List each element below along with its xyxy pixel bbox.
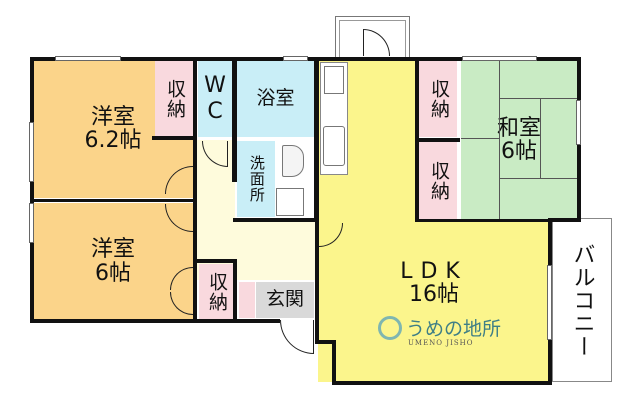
logo-name-en: UMENO JISHO (408, 339, 474, 347)
tatami-line (500, 98, 577, 99)
storage-4: 収納 (199, 264, 233, 319)
storage-4-label: 収納 (205, 271, 228, 312)
wall (332, 381, 552, 385)
washroom: 洗面所 (237, 141, 275, 217)
wall (315, 340, 335, 344)
bathroom: 浴室 (237, 60, 314, 137)
storage-2-label: 収納 (427, 78, 450, 119)
window (462, 56, 537, 61)
wall (548, 218, 581, 222)
western-room-6-2-name: 洋室 (90, 104, 135, 130)
washing-machine-icon (276, 188, 304, 216)
storage-1: 収納 (155, 60, 193, 137)
wall (197, 259, 237, 263)
window (576, 100, 581, 145)
window (29, 203, 34, 243)
wall (30, 57, 318, 61)
entrance: 玄関 (256, 282, 314, 318)
toilet: WC (198, 60, 232, 137)
logo-name-jp: うめの地所 (406, 318, 502, 340)
entrance-door-icon (280, 320, 314, 354)
window (29, 122, 34, 182)
top-balcony-inner (339, 20, 406, 58)
tatami-line (500, 178, 577, 179)
window (55, 56, 121, 61)
wall (315, 220, 319, 342)
washbasin-icon (282, 145, 304, 177)
western-room-6: 洋室 6帖 (33, 203, 193, 320)
ldk-size: 16帖 (409, 282, 459, 308)
logo: うめの地所 UMENO JISHO (378, 316, 508, 350)
wall (415, 138, 460, 142)
balcony: バルコニー (552, 218, 612, 382)
storage-2: 収納 (419, 60, 457, 137)
entrance-step (239, 282, 255, 318)
wall (30, 57, 34, 323)
window (283, 56, 308, 61)
wall (332, 340, 336, 385)
sink-icon (323, 126, 345, 166)
tatami-line (540, 98, 541, 178)
tatami-line (461, 138, 500, 139)
wall (315, 57, 580, 61)
window (547, 265, 552, 340)
wall (415, 219, 555, 222)
wall (232, 57, 237, 182)
wall (233, 260, 237, 323)
entrance-label: 玄関 (265, 288, 304, 311)
stove-icon (324, 66, 344, 94)
japanese-room-name: 和室 (496, 115, 541, 141)
ldk-name: LDK (400, 259, 468, 284)
ldk: LDK 16帖 (318, 222, 550, 382)
western-room-6-name: 洋室 (90, 237, 135, 263)
storage-1-label: 収納 (163, 78, 186, 119)
wall (314, 57, 319, 222)
wall (152, 136, 197, 140)
japanese-room-size: 6帖 (501, 139, 537, 164)
logo-ring-icon (378, 316, 402, 340)
bathroom-label: 浴室 (256, 86, 295, 109)
toilet-label: WC (202, 72, 228, 125)
wall (233, 218, 318, 222)
tatami-line (499, 60, 500, 220)
storage-3: 収納 (419, 141, 457, 220)
washroom-label: 洗面所 (247, 155, 266, 203)
wall (30, 199, 193, 202)
western-room-6-size: 6帖 (95, 260, 131, 286)
japanese-room: 和室 6帖 (461, 60, 577, 220)
storage-3-label: 収納 (427, 160, 450, 201)
western-room-6-2-size: 6.2帖 (84, 128, 142, 153)
wall (193, 57, 197, 323)
wall (30, 319, 280, 323)
balcony-label: バルコニー (569, 242, 595, 358)
